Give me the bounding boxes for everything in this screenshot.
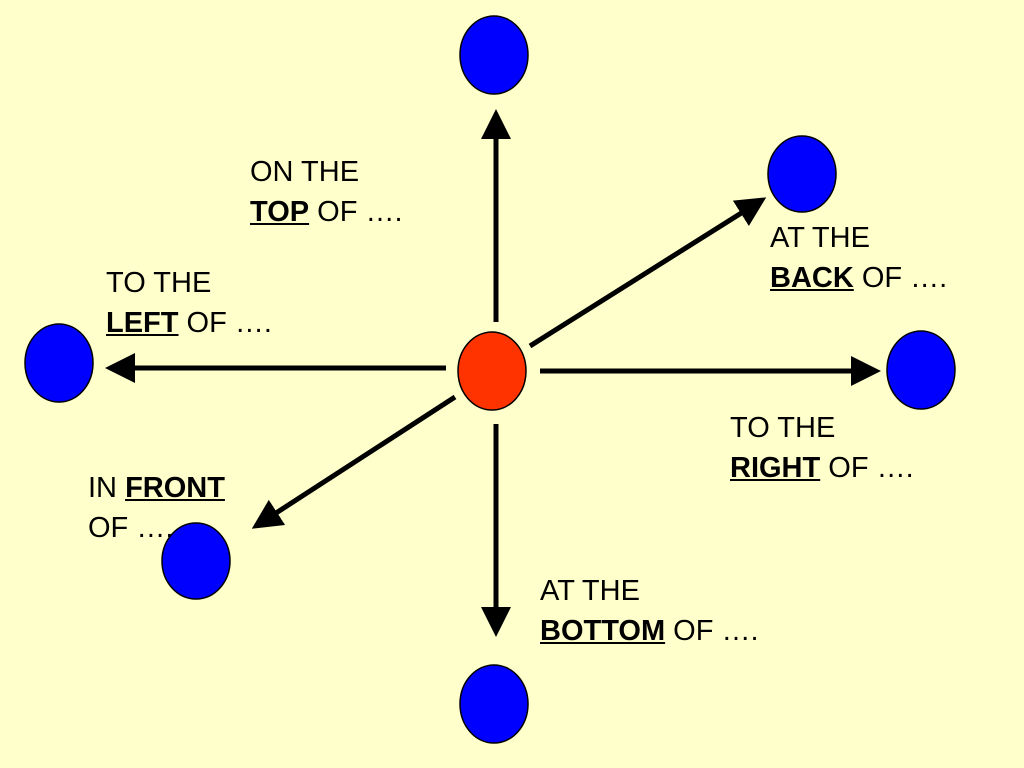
circle-center [457,331,527,411]
label-front-line2: OF …. [88,512,174,544]
label-front: IN FRONT OF …. [88,468,225,548]
label-front-prefix: IN [88,472,126,504]
label-bottom-rest: OF …. [665,615,759,647]
label-back: AT THE BACK OF …. [770,218,947,298]
circle-front [161,522,231,600]
label-left-key: LEFT [106,307,179,339]
arrow-back [528,197,767,349]
label-bottom-key: BOTTOM [540,615,666,647]
label-top-rest: OF …. [309,196,403,228]
circle-top [459,15,529,95]
label-bottom: AT THE BOTTOM OF …. [540,571,759,651]
arrow-front [251,394,457,529]
label-right-line1: TO THE [730,412,836,444]
label-right: TO THE RIGHT OF …. [730,408,914,488]
label-top-key: TOP [250,196,310,228]
circle-bottom [459,664,529,744]
label-back-key: BACK [770,262,854,294]
circle-left [24,323,94,403]
circle-right [886,330,956,410]
label-top-line1: ON THE [250,156,360,188]
label-top: ON THE TOP OF …. [250,152,403,232]
label-front-key: FRONT [125,472,225,504]
label-left-line1: TO THE [106,267,212,299]
circle-back [767,135,837,213]
label-left: TO THE LEFT OF …. [106,263,272,343]
label-bottom-line1: AT THE [540,575,640,607]
label-left-rest: OF …. [178,307,272,339]
label-right-key: RIGHT [730,452,821,484]
label-back-rest: OF …. [853,262,948,294]
label-right-rest: OF …. [820,452,914,484]
label-back-line1: AT THE [770,222,870,254]
